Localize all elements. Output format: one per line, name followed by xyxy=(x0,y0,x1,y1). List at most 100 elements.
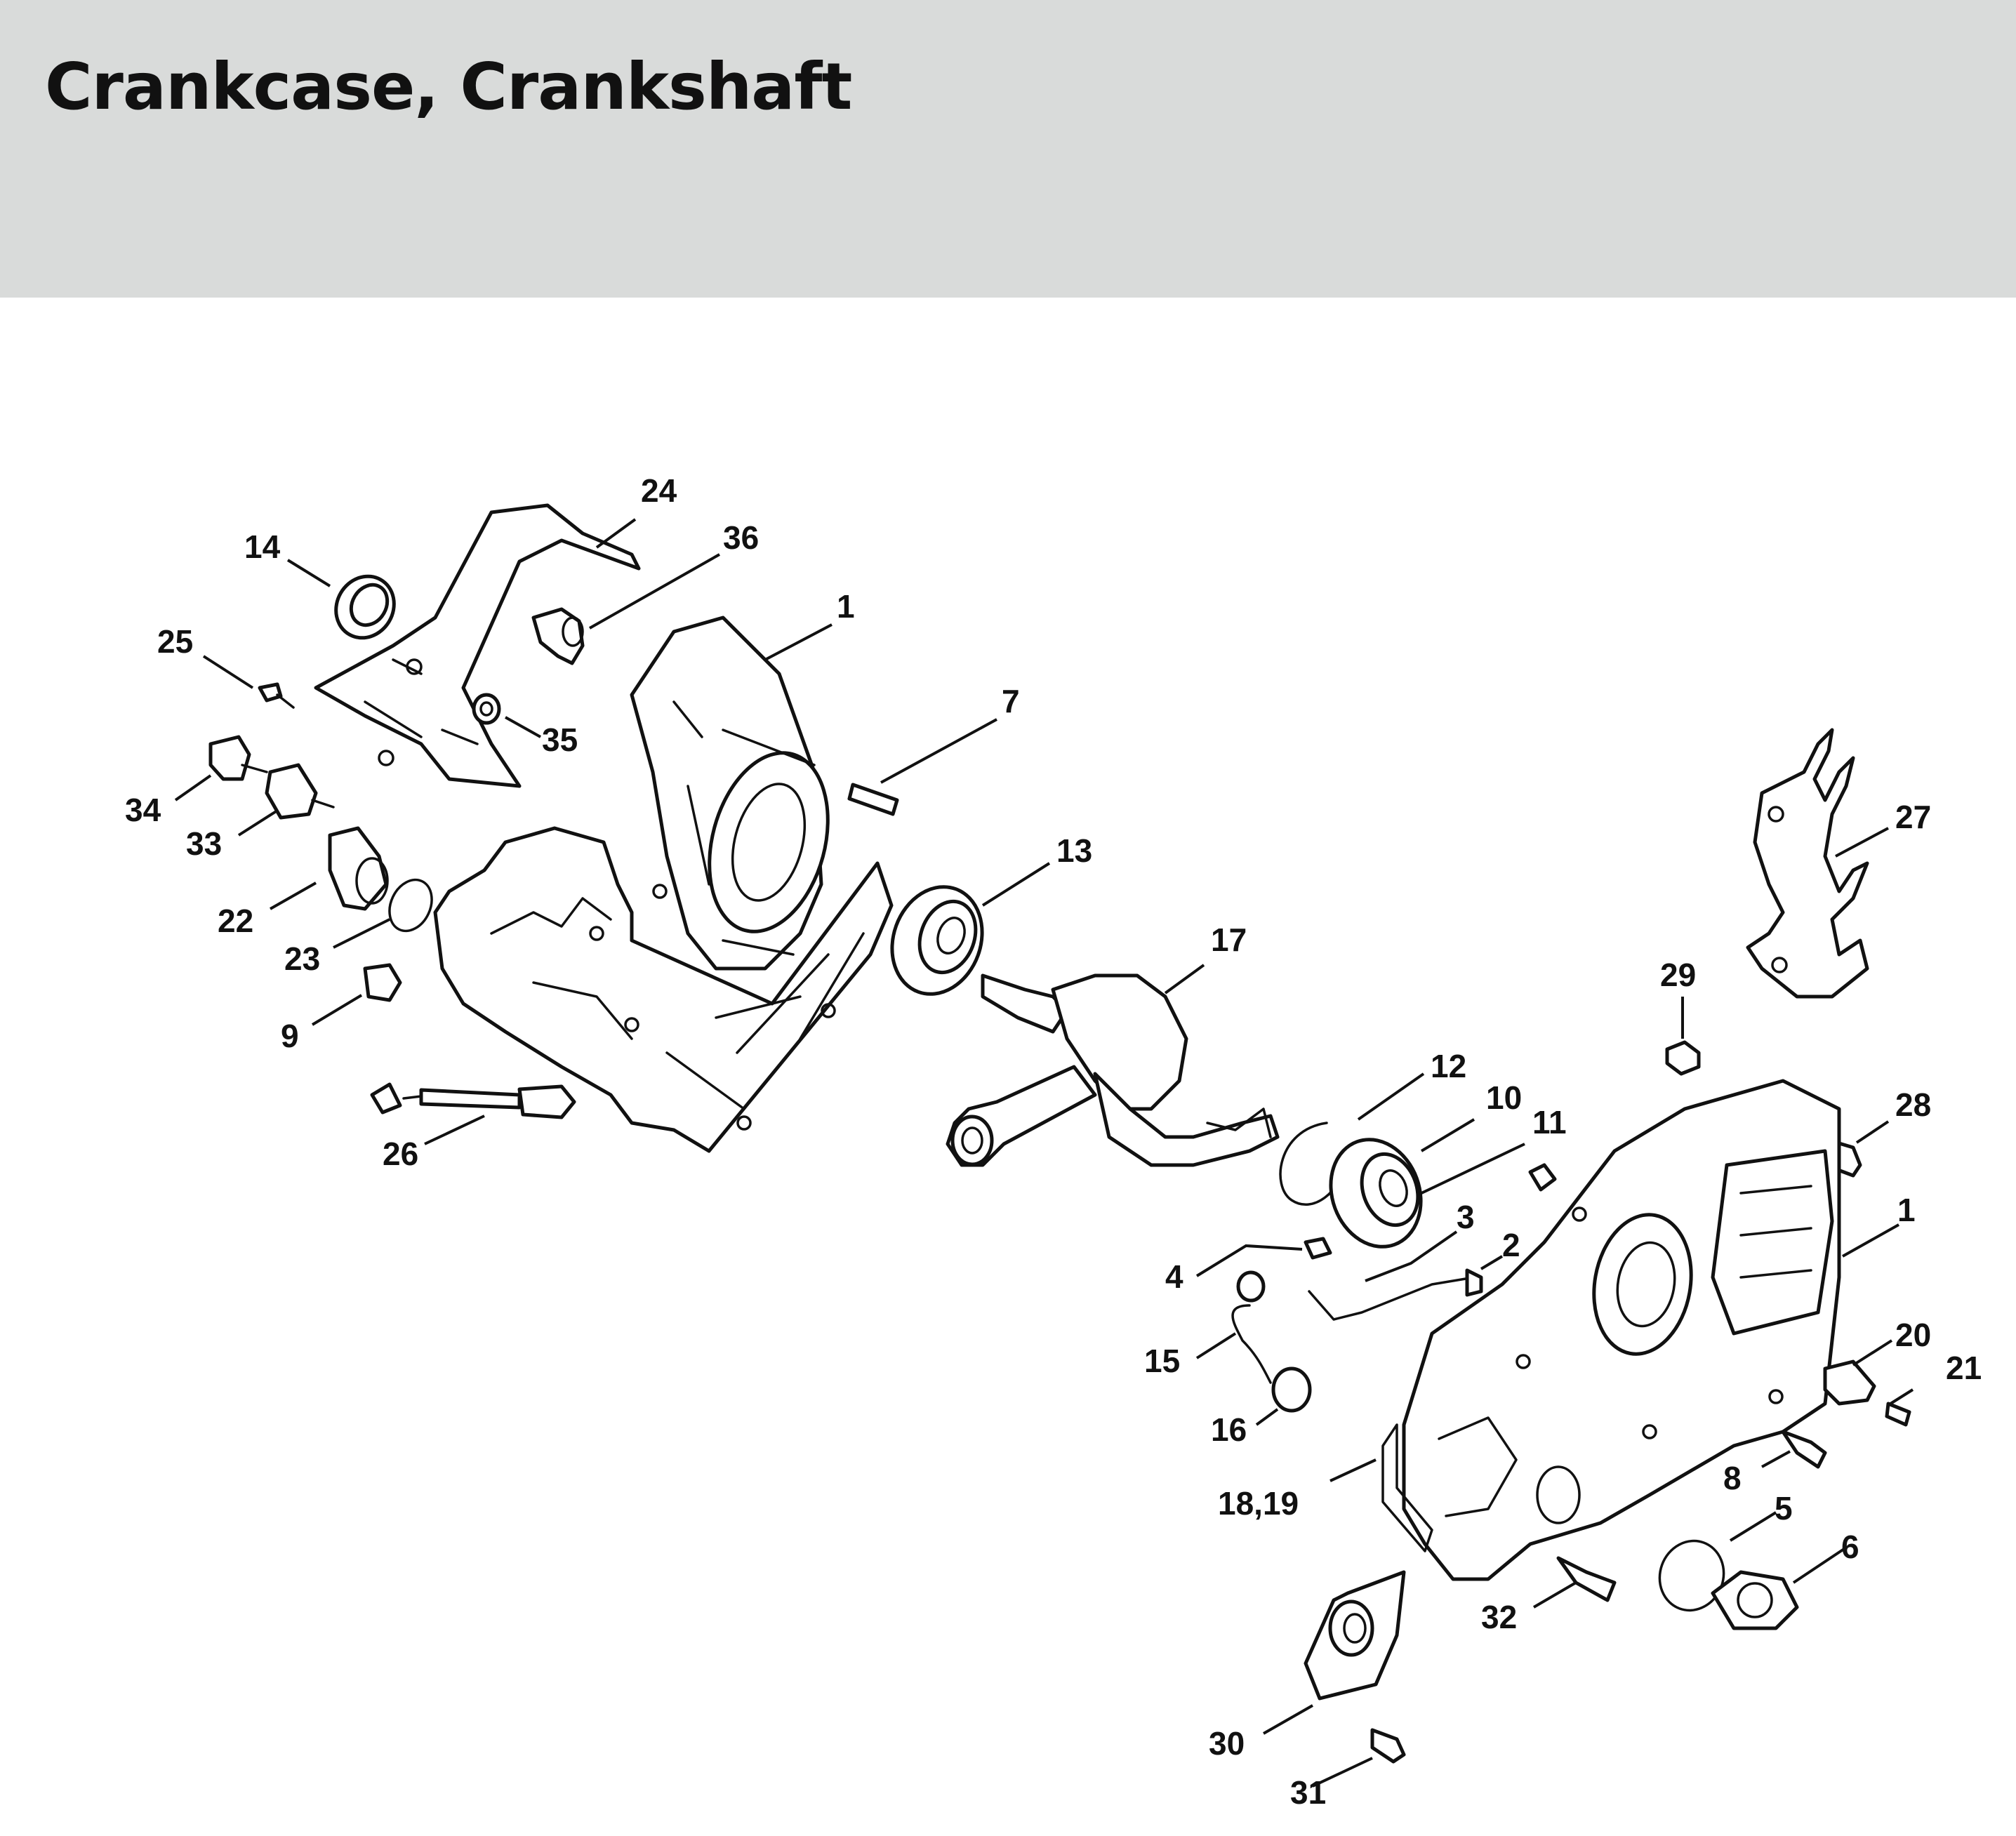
leader-12 xyxy=(1357,1072,1425,1121)
leader-30 xyxy=(1263,1704,1313,1735)
callout-10: 10 xyxy=(1486,1079,1522,1116)
callout-34: 34 xyxy=(125,792,161,828)
leader-3 xyxy=(1365,1230,1458,1282)
callout-22: 22 xyxy=(218,903,253,939)
crankcase-right-icon xyxy=(1402,1079,1841,1581)
leader-1b xyxy=(1842,1223,1899,1258)
part-33-icon xyxy=(265,763,335,820)
leader-15 xyxy=(1195,1332,1237,1359)
callout-20: 20 xyxy=(1895,1317,1931,1353)
leader-34 xyxy=(174,774,212,801)
bearing-13-icon xyxy=(890,885,984,996)
callout-11: 11 xyxy=(1532,1104,1567,1140)
leader-28 xyxy=(1855,1120,1890,1144)
page-title: Crankcase, Crankshaft xyxy=(45,49,852,124)
tube-26-icon xyxy=(370,1082,576,1119)
callout-36: 36 xyxy=(723,519,759,556)
callout-12: 12 xyxy=(1431,1048,1466,1084)
callout-23: 23 xyxy=(284,940,320,977)
callout-28: 28 xyxy=(1895,1086,1931,1123)
leader-11 xyxy=(1421,1143,1525,1195)
chain-catcher-27-icon xyxy=(1746,728,1869,999)
callout-24: 24 xyxy=(641,472,677,509)
nut-35-icon xyxy=(472,693,501,725)
title-banner: Crankcase, Crankshaft xyxy=(0,0,2016,298)
callout-32: 32 xyxy=(1481,1599,1517,1635)
callout-labels: 24 14 36 1 25 35 7 34 33 13 22 23 17 9 2… xyxy=(125,472,1982,1811)
leader-22 xyxy=(270,882,317,910)
leader-14 xyxy=(286,559,331,587)
callout-16: 16 xyxy=(1211,1411,1247,1448)
leader-35 xyxy=(505,716,541,738)
leader-6 xyxy=(1792,1546,1848,1584)
callout-3: 3 xyxy=(1457,1199,1475,1235)
hose-15-icon xyxy=(1231,1270,1272,1384)
callout-27: 27 xyxy=(1895,799,1931,835)
callout-26: 26 xyxy=(383,1136,418,1172)
callout-2: 2 xyxy=(1502,1227,1520,1263)
plate-30-icon xyxy=(1304,1570,1406,1701)
seal-14-icon xyxy=(334,574,396,640)
nut-29-icon xyxy=(1665,1040,1701,1076)
screw-25-icon xyxy=(258,682,295,709)
leader-20 xyxy=(1852,1339,1893,1366)
leader-24 xyxy=(595,518,637,549)
leader-33 xyxy=(237,809,279,837)
callout-15: 15 xyxy=(1144,1343,1180,1379)
screw-32-icon xyxy=(1556,1556,1617,1602)
callout-18-19: 18,19 xyxy=(1218,1485,1299,1522)
callout-1a: 1 xyxy=(837,588,855,625)
callout-17: 17 xyxy=(1211,922,1247,958)
leader-31 xyxy=(1312,1757,1373,1788)
callout-30: 30 xyxy=(1209,1725,1245,1762)
callout-5: 5 xyxy=(1775,1490,1793,1526)
callout-1b: 1 xyxy=(1897,1192,1916,1228)
leader-27 xyxy=(1835,827,1889,858)
leader-4 xyxy=(1195,1244,1303,1277)
leader-1a xyxy=(764,623,833,661)
callout-8: 8 xyxy=(1723,1460,1742,1496)
leader-lines xyxy=(174,518,1914,1788)
screw-4-icon xyxy=(1304,1237,1332,1260)
leader-26 xyxy=(424,1115,485,1145)
leader-18-19 xyxy=(1329,1458,1377,1482)
callout-6: 6 xyxy=(1841,1529,1859,1565)
callout-33: 33 xyxy=(186,825,222,862)
part-20-icon xyxy=(1823,1359,1876,1406)
screw-31-icon xyxy=(1370,1728,1406,1764)
leader-32 xyxy=(1532,1581,1577,1609)
leader-23 xyxy=(333,918,390,949)
callout-13: 13 xyxy=(1056,832,1092,869)
leader-2 xyxy=(1480,1255,1504,1270)
part-16-icon xyxy=(1271,1366,1312,1413)
callout-25: 25 xyxy=(157,623,193,660)
screw-21-icon xyxy=(1885,1402,1911,1427)
part-22-icon xyxy=(328,826,389,911)
clip-3-icon xyxy=(1528,1163,1557,1192)
leader-17 xyxy=(1164,964,1205,994)
callout-29: 29 xyxy=(1660,957,1696,993)
crankshaft-17-icon xyxy=(946,973,1280,1167)
pin-7-icon xyxy=(847,783,899,816)
pipe-2-icon xyxy=(1308,1268,1483,1321)
callout-21: 21 xyxy=(1946,1350,1982,1386)
callout-4: 4 xyxy=(1165,1258,1183,1295)
callout-31: 31 xyxy=(1290,1774,1326,1811)
leader-9 xyxy=(311,994,363,1026)
plug-6-icon xyxy=(1711,1570,1799,1630)
leader-10 xyxy=(1420,1118,1475,1152)
callout-35: 35 xyxy=(542,721,578,758)
leader-7 xyxy=(880,718,997,784)
leader-21 xyxy=(1887,1388,1914,1406)
leader-25 xyxy=(202,655,254,689)
crankcase-left-icon xyxy=(433,616,894,1153)
leader-5 xyxy=(1729,1511,1777,1542)
part-36-icon xyxy=(531,607,585,665)
screw-8-icon xyxy=(1781,1430,1827,1469)
gasket-18-19-icon xyxy=(1381,1423,1433,1552)
leader-16 xyxy=(1255,1408,1279,1426)
part-9-icon xyxy=(363,963,402,1002)
leader-36 xyxy=(589,553,720,630)
bracket-24-icon xyxy=(314,503,641,788)
